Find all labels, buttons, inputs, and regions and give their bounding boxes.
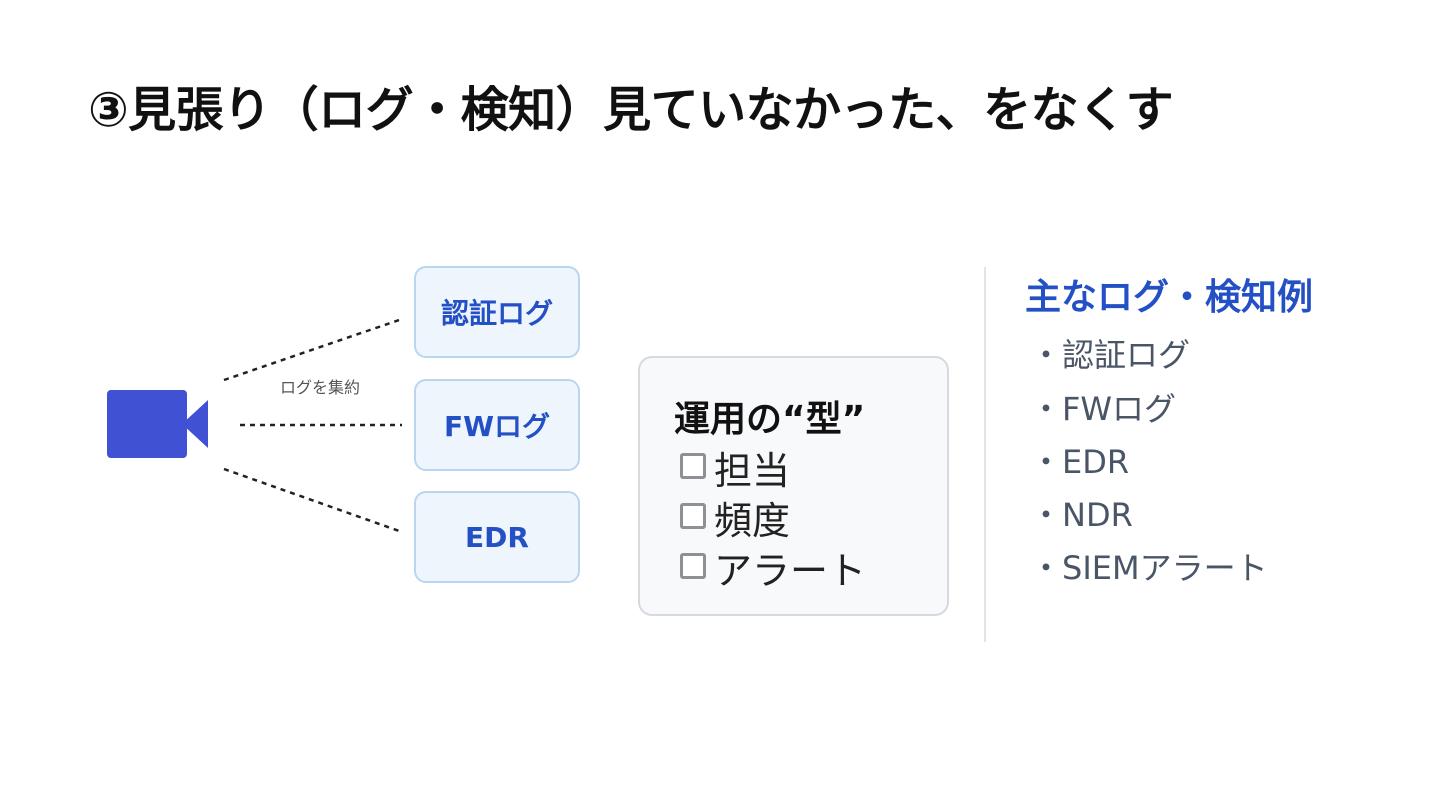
slide-title: ③見張り（ログ・検知）見ていなかった、をなくす — [88, 82, 1174, 138]
checklist-item-label: 頻度 — [714, 499, 791, 543]
checklist-item-alert: アラート — [680, 540, 866, 595]
example-item-ndr: ・NDR — [1030, 496, 1133, 534]
checklist-item-label: アラート — [714, 549, 867, 593]
vertical-divider — [984, 267, 986, 642]
examples-title: 主なログ・検知例 — [1025, 277, 1314, 318]
connector-line-bottom — [223, 467, 403, 534]
connector-line-top — [223, 317, 403, 382]
example-item-edr: ・EDR — [1030, 443, 1130, 481]
checklist-item-label: 担当 — [714, 449, 791, 493]
operations-title: 運用の“型” — [674, 399, 866, 440]
checkbox-icon — [680, 502, 706, 529]
example-item-fw-log: ・FWログ — [1030, 390, 1177, 428]
checklist-item-frequency: 頻度 — [680, 490, 790, 545]
log-source-fw-log: FWログ — [414, 379, 580, 471]
operations-box: 運用の“型” 担当 頻度 アラート — [638, 356, 949, 616]
aggregate-label: ログを集約 — [280, 378, 361, 397]
video-camera-icon — [107, 390, 208, 458]
example-item-auth-log: ・認証ログ — [1030, 336, 1191, 374]
example-item-siem-alert: ・SIEMアラート — [1030, 549, 1268, 587]
checkbox-icon — [680, 552, 706, 579]
checkbox-icon — [680, 452, 706, 479]
log-source-auth-log: 認証ログ — [414, 266, 580, 358]
checklist-item-owner: 担当 — [680, 440, 790, 495]
log-source-edr: EDR — [414, 491, 580, 583]
